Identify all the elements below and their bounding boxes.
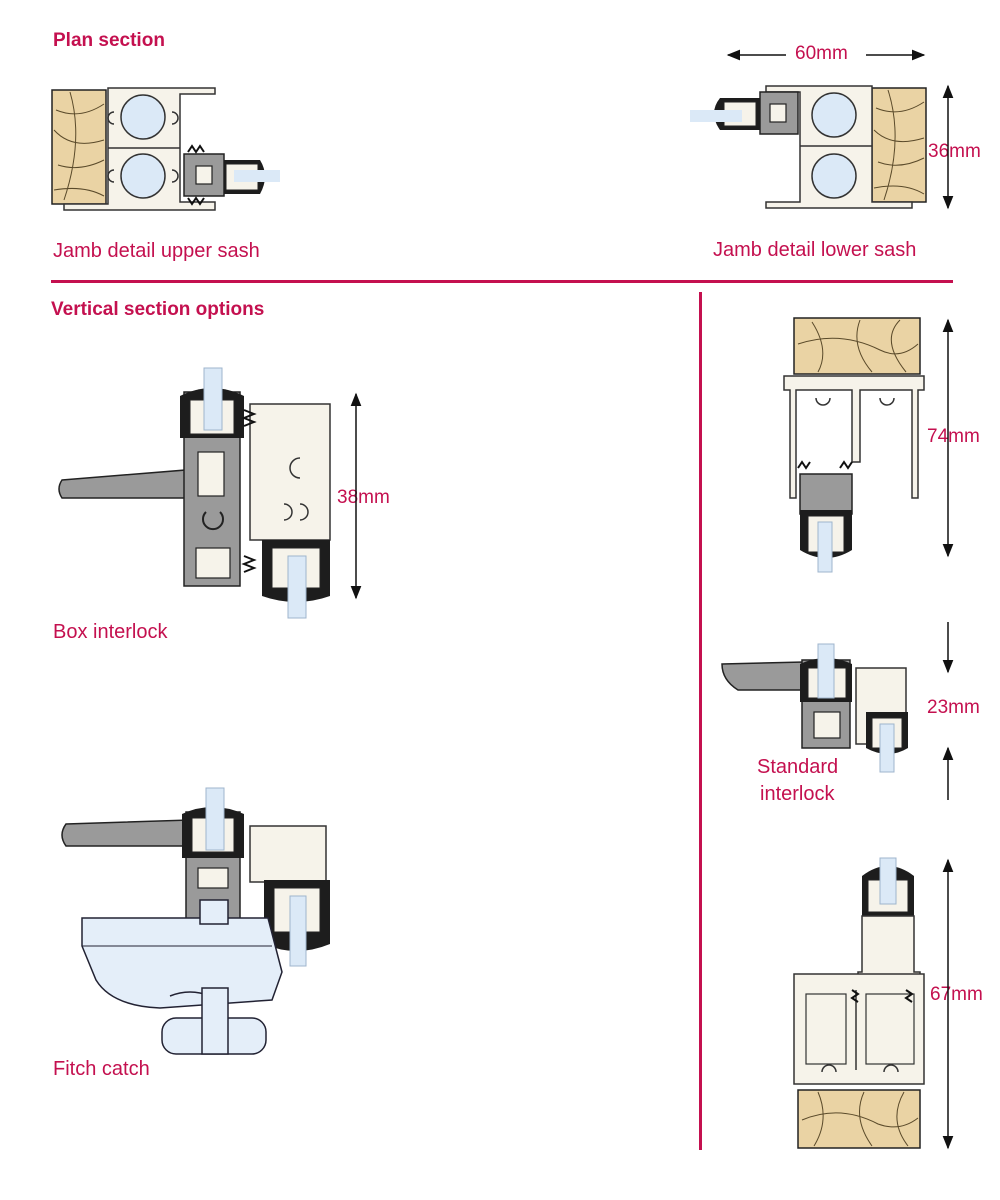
aluminium-head-frame	[783, 375, 925, 499]
handle	[58, 469, 187, 499]
lower-meeting-rail	[241, 403, 331, 619]
caption-jamb-upper: Jamb detail upper sash	[53, 240, 260, 262]
standard-interlock-drawing	[721, 622, 954, 800]
vertical-section-74mm	[783, 317, 954, 573]
catch-body	[81, 899, 283, 1009]
timber-sill	[797, 1089, 921, 1149]
lower-meeting-rail	[855, 667, 908, 773]
aluminium-frame	[765, 85, 913, 209]
box-interlock-drawing	[58, 367, 362, 619]
upper-meeting-rail	[800, 643, 852, 749]
caption-jamb-lower: Jamb detail lower sash	[713, 239, 917, 261]
dimension-60mm: 60mm	[795, 43, 848, 64]
timber-block	[51, 89, 107, 205]
vertical-section-67mm	[793, 857, 954, 1150]
handle	[61, 819, 191, 847]
timber-block	[871, 87, 927, 203]
horizontal-divider	[51, 280, 953, 283]
vertical-section-heading: Vertical section options	[51, 299, 265, 320]
timber-head	[793, 317, 921, 375]
catch-knob	[161, 987, 267, 1055]
jamb-lower-sash-drawing	[690, 49, 954, 210]
upper-meeting-rail	[180, 367, 244, 587]
sash-profile	[690, 91, 799, 135]
aluminium-sill-frame	[793, 973, 925, 1085]
dimension-36mm: 36mm	[928, 141, 981, 162]
jamb-upper-sash-drawing	[51, 87, 280, 211]
fitch-catch-drawing	[61, 787, 330, 1055]
sash-bottom	[857, 857, 921, 987]
sash-head	[797, 460, 853, 573]
caption-standard-interlock-1: Standard	[757, 756, 839, 778]
vertical-divider	[699, 292, 702, 1150]
dimension-23mm: 23mm	[927, 697, 980, 718]
sash-profile	[183, 144, 280, 206]
caption-box-interlock: Box interlock	[53, 621, 168, 643]
lower-meeting-rail	[249, 825, 330, 967]
aluminium-frame	[63, 87, 216, 211]
dimension-38mm: 38mm	[337, 487, 390, 508]
caption-fitch-catch: Fitch catch	[53, 1058, 150, 1080]
plan-section-heading: Plan section	[53, 30, 165, 51]
handle	[721, 661, 805, 691]
caption-standard-interlock-2: interlock	[760, 783, 835, 805]
